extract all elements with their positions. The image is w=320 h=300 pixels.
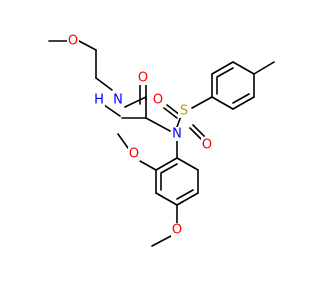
bond-o-ch2 <box>78 40 97 51</box>
bond-ch2-n <box>95 77 113 91</box>
bond-o4-methyl <box>151 235 172 247</box>
o-sulfonyl-2-label: O <box>202 138 212 153</box>
bond-s-o1-b <box>166 104 181 116</box>
o-methoxy-2-label: O <box>129 147 139 162</box>
bond-ar-3 <box>155 192 178 206</box>
bond-ring-methyl <box>253 61 275 75</box>
o-sulfonyl-1-label: O <box>153 93 163 108</box>
bond-layer <box>48 40 275 247</box>
h-amide-label-bg <box>93 93 105 107</box>
bond-s-o2-b <box>192 124 205 137</box>
n-sulfonamide-label: N <box>172 127 182 142</box>
bond-n-h <box>103 104 121 117</box>
o-methoxy-4-label: O <box>172 223 182 238</box>
bond-s-o2-a <box>189 127 202 140</box>
bond-n-carbonyl <box>124 96 147 108</box>
bond-ar-4 <box>176 192 199 206</box>
n-sulfonamide-label-bg <box>171 127 183 141</box>
o-methoxy-2-label-bg <box>128 147 140 161</box>
o-sulfonyl-2-label-bg <box>201 138 213 152</box>
o-methoxyethyl-label-bg <box>67 34 79 48</box>
s-sulfonyl-label-bg <box>178 104 190 118</box>
bond-ring-2 <box>211 61 234 75</box>
s-sulfonyl-label: S <box>180 104 188 119</box>
bond-ring-inner-1 <box>216 67 234 78</box>
bond-ring-6 <box>211 96 234 110</box>
o-methoxy-4-label-bg <box>171 223 183 237</box>
bond-ar-6 <box>176 157 199 171</box>
n-amide-label-bg <box>112 93 124 107</box>
bond-o2-methyl <box>117 133 129 149</box>
n-amide-label: N <box>113 93 123 108</box>
bond-ar-o2 <box>139 160 157 171</box>
bond-ar-inner-1 <box>160 163 178 174</box>
o-carbonyl-label-bg <box>137 71 149 85</box>
o-carbonyl-label: O <box>138 71 148 86</box>
o-methoxyethyl-label: O <box>68 34 78 49</box>
bond-s-ring <box>191 96 213 109</box>
bond-ar-1 <box>155 157 178 171</box>
bond-ring-inner-2 <box>232 93 250 104</box>
h-amide-label: H <box>94 93 104 108</box>
bond-ch2-nsulf <box>145 117 171 132</box>
bond-ring-5 <box>232 96 255 110</box>
bond-s-o1-a <box>163 107 178 119</box>
bond-ar-inner-3 <box>176 189 194 200</box>
o-sulfonyl-1-label-bg <box>152 93 164 107</box>
bond-ring-3 <box>232 61 255 75</box>
